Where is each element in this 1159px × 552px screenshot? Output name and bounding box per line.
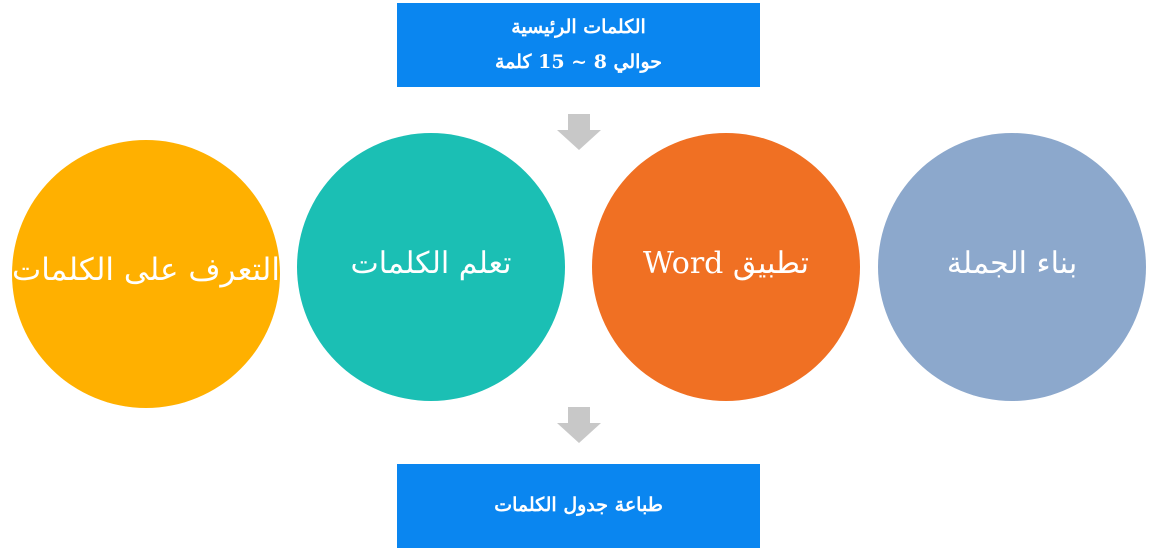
- top-box-title: الكلمات الرئيسية: [511, 15, 646, 38]
- circle-label: بناء الجملة: [946, 245, 1078, 281]
- circle-sentence-building: بناء الجملة: [878, 133, 1146, 401]
- top-box-keywords: الكلمات الرئيسية حوالي 8 ~ 15 كلمة: [397, 3, 760, 87]
- top-box-subtitle: حوالي 8 ~ 15 كلمة: [494, 51, 663, 73]
- circle-label: تعلم الكلمات: [350, 245, 512, 281]
- circle-label: تطبيق Word: [642, 245, 810, 281]
- circle-word-recognition: التعرف على الكلمات: [12, 140, 280, 408]
- circle-label: التعرف على الكلمات: [12, 252, 280, 288]
- down-arrow-icon: [557, 114, 601, 150]
- circle-word-learning: تعلم الكلمات: [297, 133, 565, 401]
- down-arrow-icon: [557, 407, 601, 443]
- bottom-box-label: طباعة جدول الكلمات: [494, 494, 663, 517]
- bottom-box-print-table: طباعة جدول الكلمات: [397, 464, 760, 548]
- circle-word-application: تطبيق Word: [592, 133, 860, 401]
